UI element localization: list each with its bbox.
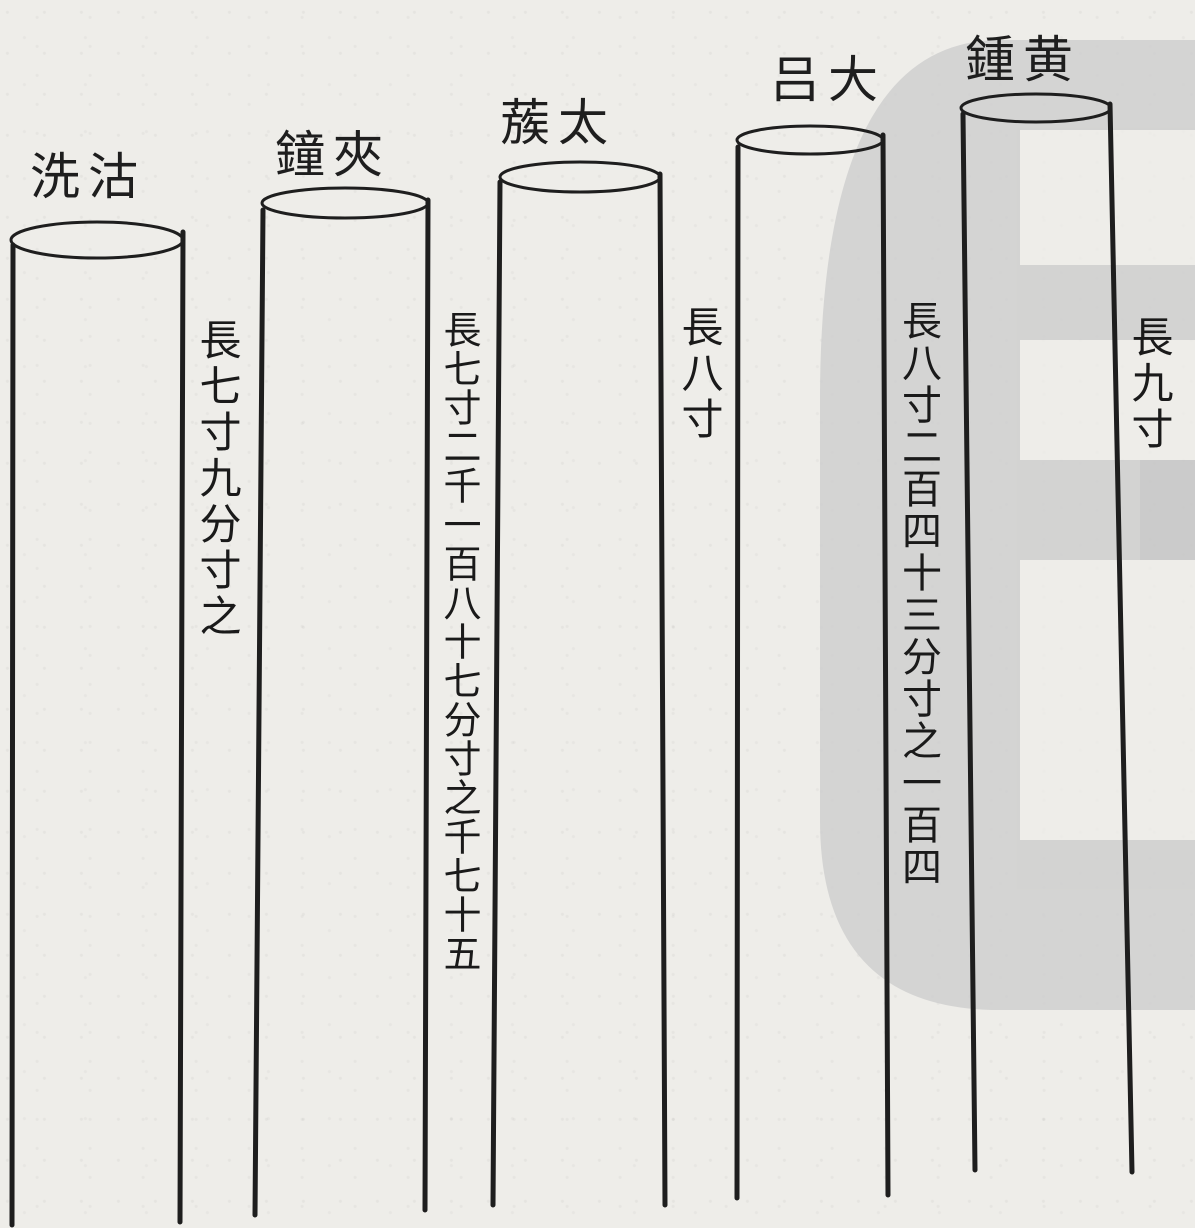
pipe-length-1: 長九寸 <box>1125 315 1174 453</box>
pipe-label-2: 鐘夾 <box>275 126 391 184</box>
pipe-length-4: 長八寸 <box>675 305 724 443</box>
pipe-label-3: 蔟太 <box>500 94 616 152</box>
pipe-3 <box>490 160 668 1208</box>
pipe-length-2: 長七寸九分寸之 <box>193 318 242 640</box>
pipe-length-5: 長八寸二百四十三分寸之一百四 <box>895 300 941 888</box>
pipe-label-5: 鍾黄 <box>965 31 1081 89</box>
pipe-1 <box>9 220 186 1228</box>
pipe-5 <box>959 92 1135 1175</box>
pipe-2 <box>252 186 431 1218</box>
pipe-label-4: 吕大 <box>770 51 886 109</box>
pipe-4 <box>734 124 891 1201</box>
pipe-length-3: 長七寸二千一百八十七分寸之千七十五 <box>437 310 481 973</box>
pipe-label-1: 洗沽 <box>30 148 146 206</box>
